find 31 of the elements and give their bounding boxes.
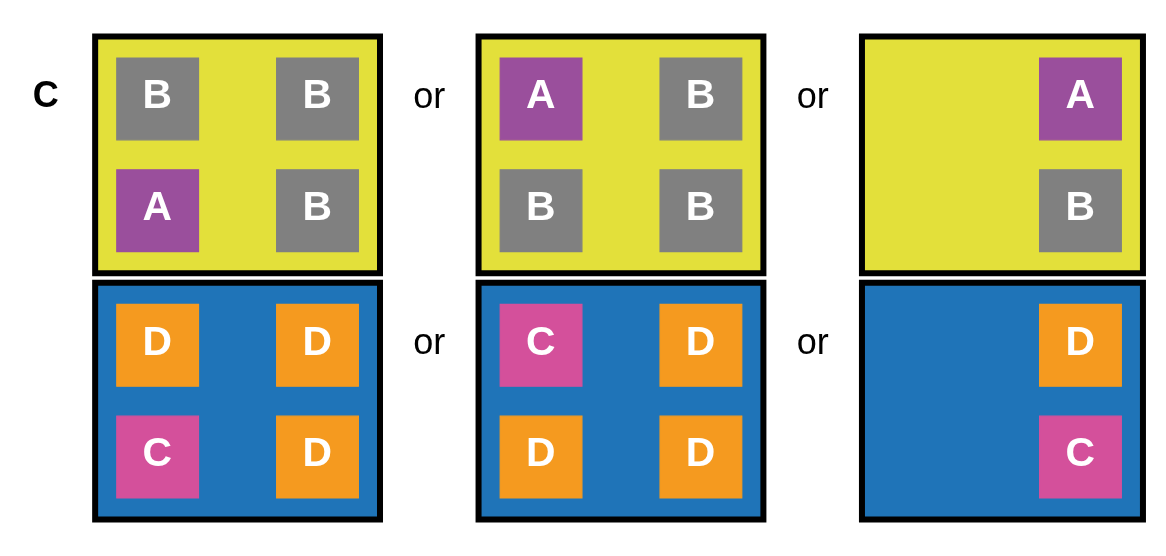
node-box: D <box>499 415 583 499</box>
label: or <box>796 321 829 363</box>
cluster <box>92 279 383 523</box>
node-box: D <box>1039 303 1122 387</box>
node-box: D <box>276 415 359 499</box>
label: C <box>32 73 59 115</box>
node-box: C <box>116 415 200 499</box>
node-box: B <box>276 169 359 253</box>
cluster <box>858 279 1146 523</box>
node-box: D <box>659 303 743 387</box>
cluster <box>475 279 767 523</box>
node-box: B <box>276 57 359 141</box>
node-box: B <box>659 169 743 253</box>
node-box: D <box>659 415 743 499</box>
node-box: C <box>1039 415 1122 499</box>
node-box: A <box>116 169 200 253</box>
node-box: A <box>1039 57 1122 141</box>
node-box: D <box>116 303 200 387</box>
node-box: B <box>659 57 743 141</box>
label: or <box>796 74 829 116</box>
label: or <box>413 74 446 116</box>
label: or <box>413 321 446 363</box>
node-box: C <box>499 303 583 387</box>
cluster <box>858 33 1146 277</box>
node-box: B <box>116 57 200 141</box>
cluster <box>92 33 383 277</box>
node-box: B <box>499 169 583 253</box>
node-box: A <box>499 57 583 141</box>
node-box: D <box>276 303 359 387</box>
cluster <box>475 33 767 277</box>
node-box: B <box>1039 169 1122 253</box>
